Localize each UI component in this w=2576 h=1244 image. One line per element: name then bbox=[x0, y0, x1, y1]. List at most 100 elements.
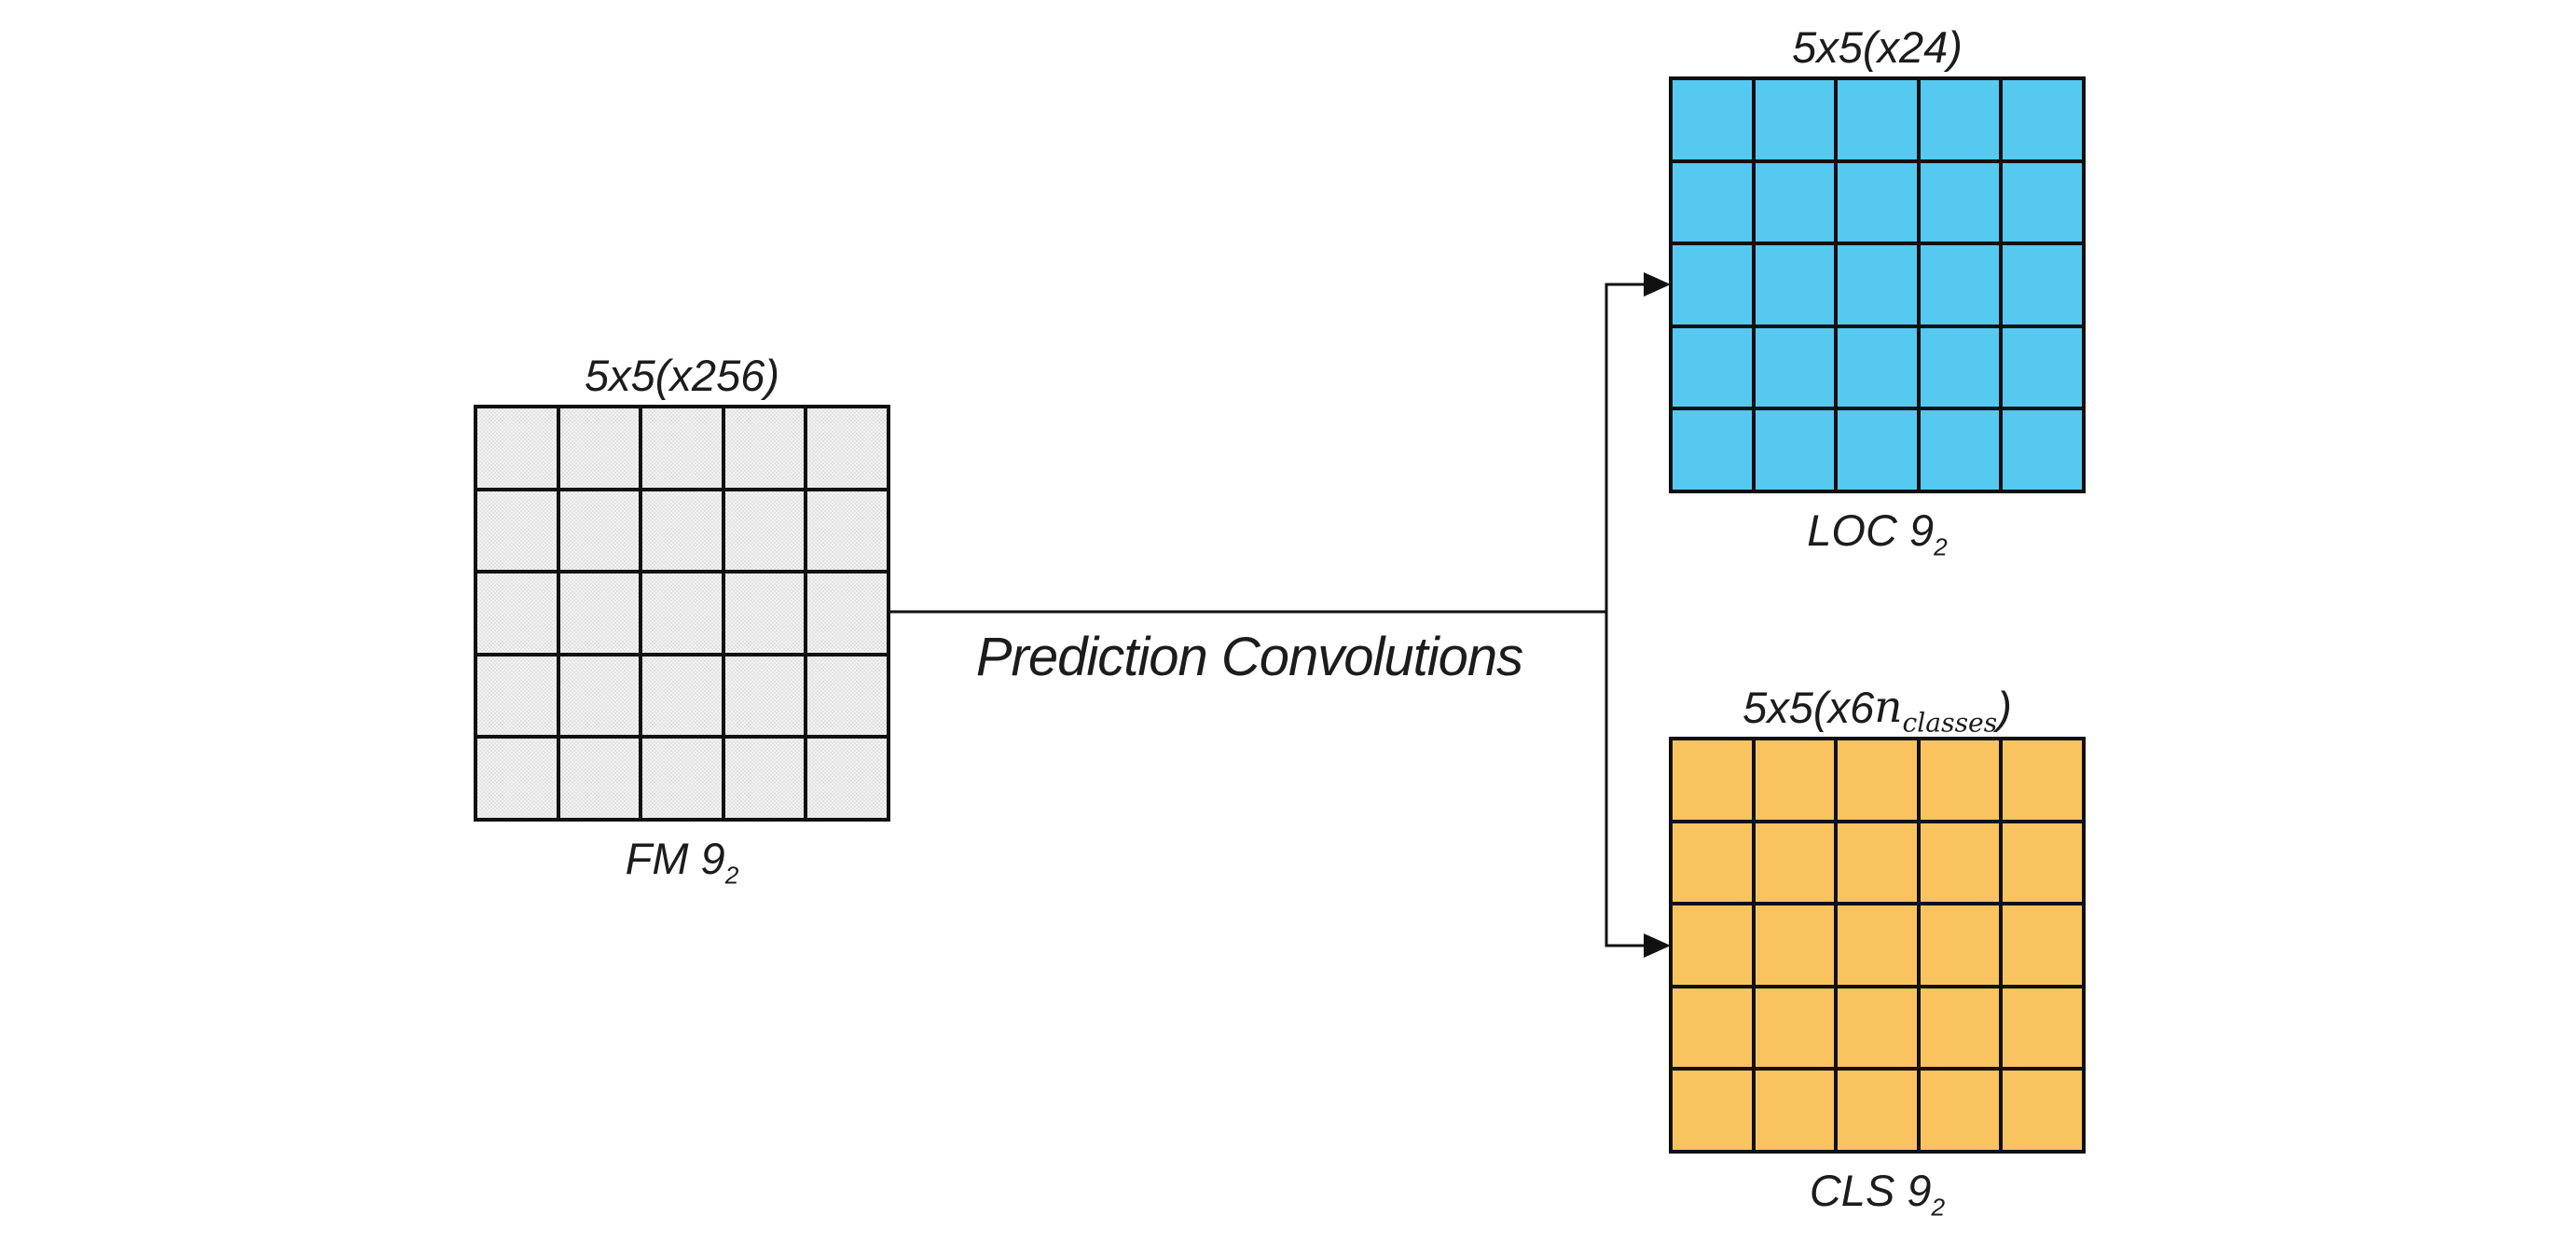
grid-cell bbox=[642, 408, 722, 488]
grid-cell bbox=[1920, 327, 2000, 408]
cls-grid bbox=[1669, 737, 2086, 1154]
arrowhead-loc-icon bbox=[1644, 272, 1671, 297]
grid-cell bbox=[477, 491, 557, 571]
cls-kernel-suffix: ) bbox=[1997, 683, 2012, 732]
grid-cell bbox=[1838, 740, 1917, 820]
grid-cell bbox=[1755, 410, 1835, 490]
grid-cell bbox=[724, 656, 805, 736]
fm-name-text: FM 9 bbox=[625, 834, 725, 883]
grid-cell bbox=[559, 574, 640, 653]
grid-cell bbox=[1920, 410, 2000, 490]
grid-cell bbox=[477, 656, 557, 736]
grid-cell bbox=[1673, 80, 1752, 159]
grid-cell bbox=[1838, 822, 1917, 903]
grid-cell bbox=[807, 491, 887, 571]
grid-cell bbox=[559, 739, 640, 818]
grid-cell bbox=[477, 408, 557, 488]
grid-cell bbox=[1838, 410, 1917, 490]
fm-name-subscript: 2 bbox=[724, 861, 739, 890]
grid-cell bbox=[559, 656, 640, 736]
grid-cell bbox=[1673, 327, 1752, 408]
grid-cell bbox=[2003, 80, 2082, 159]
grid-cell bbox=[807, 656, 887, 736]
grid-cell bbox=[1838, 80, 1917, 159]
grid-cell bbox=[2003, 740, 2082, 820]
grid-cell bbox=[807, 574, 887, 653]
fm-name-label: FM 92 bbox=[625, 834, 739, 888]
grid-cell bbox=[1838, 245, 1917, 325]
grid-cell bbox=[1920, 80, 2000, 159]
grid-cell bbox=[807, 408, 887, 488]
grid-cell bbox=[1673, 822, 1752, 903]
grid-cell bbox=[2003, 327, 2082, 408]
fm-kernel-size-text: 5x5(x256) bbox=[585, 351, 779, 400]
grid-cell bbox=[1755, 162, 1835, 242]
grid-cell bbox=[1673, 988, 1752, 1068]
grid-cell bbox=[724, 739, 805, 818]
grid-cell bbox=[559, 408, 640, 488]
grid-cell bbox=[724, 491, 805, 571]
grid-cell bbox=[1755, 740, 1835, 820]
grid-cell bbox=[807, 739, 887, 818]
grid-cell bbox=[2003, 162, 2082, 242]
feature-map-block: 5x5(x256) FM 92 bbox=[474, 345, 890, 888]
grid-cell bbox=[1920, 1071, 2000, 1150]
cls-kernel-size-label: 5x5(x6 nclasses) bbox=[1743, 677, 2012, 736]
loc-kernel-size-text: 5x5(x24) bbox=[1792, 22, 1963, 72]
grid-cell bbox=[1673, 740, 1752, 820]
grid-cell bbox=[1920, 245, 2000, 325]
grid-cell bbox=[1673, 245, 1752, 325]
grid-cell bbox=[1673, 905, 1752, 985]
grid-cell bbox=[642, 739, 722, 818]
cls-nclasses-var-subscript: classes bbox=[1902, 707, 1998, 739]
grid-cell bbox=[1920, 905, 2000, 985]
prediction-convolutions-label: Prediction Convolutions bbox=[975, 627, 1523, 687]
localization-block: 5x5(x24) LOC 92 bbox=[1669, 17, 2086, 560]
grid-cell bbox=[2003, 822, 2082, 903]
fm-grid bbox=[474, 405, 890, 822]
grid-cell bbox=[559, 491, 640, 571]
grid-cell bbox=[1755, 327, 1835, 408]
grid-cell bbox=[1920, 988, 2000, 1068]
grid-cell bbox=[642, 574, 722, 653]
grid-cell bbox=[642, 656, 722, 736]
classification-block: 5x5(x6 nclasses) CLS 92 bbox=[1669, 677, 2086, 1220]
cls-kernel-prefix: 5x5(x6 bbox=[1743, 683, 1875, 732]
branch-to-cls-line bbox=[1605, 610, 1646, 947]
grid-cell bbox=[1838, 1071, 1917, 1150]
fm-kernel-size-label: 5x5(x256) bbox=[585, 345, 779, 397]
grid-cell bbox=[724, 408, 805, 488]
cls-name-subscript: 2 bbox=[1931, 1193, 1946, 1222]
cls-nclasses-var-letter: n bbox=[1874, 682, 1903, 733]
grid-cell bbox=[1673, 410, 1752, 490]
grid-cell bbox=[1838, 988, 1917, 1068]
grid-cell bbox=[1838, 327, 1917, 408]
loc-name-text: LOC 9 bbox=[1807, 505, 1935, 555]
grid-cell bbox=[1838, 905, 1917, 985]
grid-cell bbox=[2003, 988, 2082, 1068]
grid-cell bbox=[1755, 905, 1835, 985]
cls-nclasses-var: nclasses bbox=[1874, 685, 1997, 736]
cls-name-text: CLS 9 bbox=[1809, 1166, 1932, 1215]
grid-cell bbox=[1755, 1071, 1835, 1150]
grid-cell bbox=[1755, 822, 1835, 903]
grid-cell bbox=[1755, 80, 1835, 159]
fm-to-loc-line bbox=[890, 283, 1646, 614]
cls-name-label: CLS 92 bbox=[1809, 1166, 1945, 1220]
loc-name-subscript: 2 bbox=[1934, 532, 1948, 561]
grid-cell bbox=[2003, 410, 2082, 490]
grid-cell bbox=[1920, 822, 2000, 903]
loc-grid bbox=[1669, 76, 2086, 493]
grid-cell bbox=[2003, 1071, 2082, 1150]
grid-cell bbox=[1755, 245, 1835, 325]
grid-cell bbox=[2003, 905, 2082, 985]
grid-cell bbox=[477, 739, 557, 818]
grid-cell bbox=[1920, 162, 2000, 242]
grid-cell bbox=[1838, 162, 1917, 242]
grid-cell bbox=[1920, 740, 2000, 820]
arrowhead-cls-icon bbox=[1644, 933, 1671, 958]
grid-cell bbox=[1755, 988, 1835, 1068]
grid-cell bbox=[724, 574, 805, 653]
